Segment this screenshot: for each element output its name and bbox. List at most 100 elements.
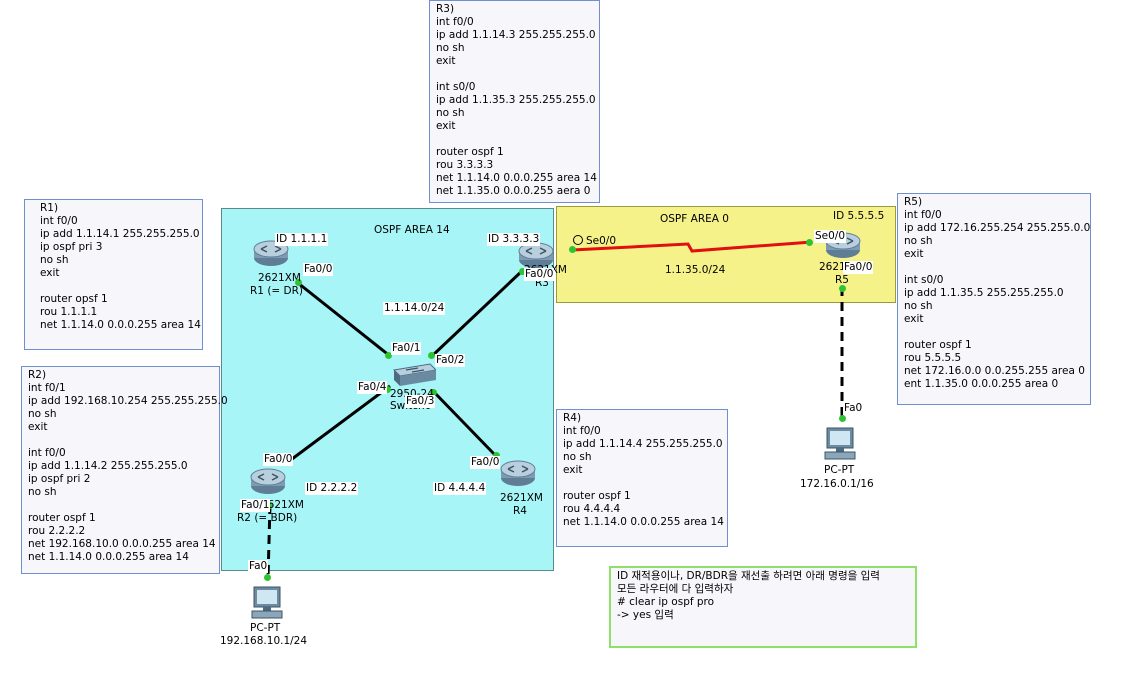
r2-id: ID 2.2.2.2 (305, 482, 359, 495)
r5-port-se: Se0/0 (814, 230, 847, 243)
note-line: no sh (28, 486, 57, 498)
link-r3-r5-serial (571, 240, 813, 253)
note-line: ip ospf pri 3 (40, 241, 103, 253)
note-line: ip add 1.1.14.1 255.255.255.0 (40, 228, 200, 240)
note-line: ip add 1.1.35.5 255.255.255.0 (904, 287, 1064, 299)
note-line: exit (28, 421, 48, 433)
r4-id: ID 4.4.4.4 (433, 482, 487, 495)
link-r3-switch (430, 269, 524, 358)
link-r4-switch (430, 388, 498, 458)
port-dot (428, 352, 435, 359)
note-line: int f0/0 (563, 425, 601, 437)
note-line: int s0/0 (436, 81, 476, 93)
clock-icon (573, 235, 583, 245)
port-dot (295, 279, 302, 286)
router-r4[interactable] (500, 458, 536, 491)
note-line: ID 재적용이나, DR/BDR을 재선출 하려면 아래 명령을 입력 (617, 570, 880, 582)
port-dot (264, 574, 271, 581)
pc-right-addr: 172.16.0.1/16 (800, 478, 874, 490)
r2-port-bottom: Fa0/1 (240, 499, 271, 512)
note-line: exit (436, 120, 456, 132)
note-line: -> yes 입력 (617, 609, 674, 621)
note-line: net 1.1.14.0 0.0.0.255 area 14 (40, 319, 201, 331)
r2-name: R2 (= BDR) (237, 512, 298, 524)
note-line: ip add 172.16.255.254 255.255.0.0 (904, 222, 1091, 234)
note-line: no sh (563, 451, 592, 463)
port-dot (385, 352, 392, 359)
note-line: net 172.16.0.0 0.0.255.255 area 0 (904, 365, 1085, 377)
note-line: exit (904, 313, 924, 325)
pc-icon (251, 586, 283, 619)
note-line: no sh (904, 300, 933, 312)
link-r1-switch (297, 281, 391, 358)
note-line: int f0/0 (40, 215, 78, 227)
switch-p4: Fa0/4 (357, 381, 388, 394)
note-line: ip add 192.168.10.254 255.255.255.0 (28, 395, 228, 407)
note-line: net 1.1.14.0 0.0.0.255 area 14 (436, 172, 597, 184)
port-dot (839, 285, 846, 292)
note-line: ip add 1.1.14.4 255.255.255.0 (563, 438, 723, 450)
switch-p2: Fa0/2 (435, 354, 466, 367)
port-dot (430, 389, 437, 396)
r2-port-top: Fa0/0 (263, 453, 294, 466)
port-dot (384, 386, 391, 393)
r5-name: R5 (835, 274, 849, 286)
r5-id: ID 5.5.5.5 (833, 210, 885, 222)
note-line: int s0/0 (904, 274, 944, 286)
r3-port-se: Se0/0 (573, 235, 616, 248)
pc-left-addr: 192.168.10.1/24 (220, 635, 308, 647)
note-line: router opsf 1 (40, 293, 108, 305)
note-line: ip add 1.1.14.3 255.255.255.0 (436, 29, 596, 41)
note-line: exit (436, 55, 456, 67)
router-r2[interactable] (250, 466, 286, 499)
note-line (28, 499, 213, 512)
note-line: no sh (40, 254, 69, 266)
r3-port-fa: Fa0/0 (524, 268, 555, 281)
note-line: int f0/0 (436, 16, 474, 28)
pc-right-port: Fa0 (843, 402, 864, 415)
pc-icon (824, 427, 856, 460)
note-line: ip ospf pri 2 (28, 473, 91, 485)
note-line (563, 477, 721, 490)
note-line: router ospf 1 (436, 146, 504, 158)
switch-p3: Fa0/3 (405, 395, 436, 408)
note-line: R2) (28, 369, 47, 381)
note-line: R3) (436, 3, 455, 15)
link-r2-pc-left (266, 504, 272, 579)
note-line (436, 68, 593, 81)
router-icon (518, 242, 554, 268)
note-line (904, 261, 1084, 274)
r1-port: Fa0/0 (303, 263, 334, 276)
pc-left[interactable] (250, 585, 284, 624)
note-line: rou 5.5.5.5 (904, 352, 962, 364)
pc-left-port: Fa0 (248, 560, 269, 573)
note-line: net 192.168.10.0 0.0.0.255 area 14 (28, 538, 216, 550)
router-r3[interactable] (518, 240, 554, 273)
r2-model: 2621XM (261, 499, 304, 511)
note-line (28, 434, 213, 447)
r1-name: R1 (= DR) (250, 285, 304, 297)
r4-name: R4 (513, 505, 527, 517)
note-line: int f0/1 (28, 382, 66, 394)
r4-model: 2621XM (500, 492, 543, 504)
port-dot (839, 415, 846, 422)
note-line: rou 3.3.3.3 (436, 159, 494, 171)
switch-0[interactable] (388, 360, 438, 391)
link-r2-switch (287, 384, 391, 464)
note-line: net 1.1.35.0 0.0.0.255 aera 0 (436, 185, 591, 197)
note-line: int f0/0 (904, 209, 942, 221)
port-dot (569, 246, 576, 253)
note-line: # clear ip ospf pro (617, 596, 715, 608)
pc-right[interactable] (823, 426, 857, 465)
note-line: no sh (436, 42, 465, 54)
router-icon (500, 460, 536, 486)
port-dot (493, 452, 500, 459)
area-14-label: OSPF AREA 14 (374, 224, 450, 236)
note-line (436, 133, 593, 146)
